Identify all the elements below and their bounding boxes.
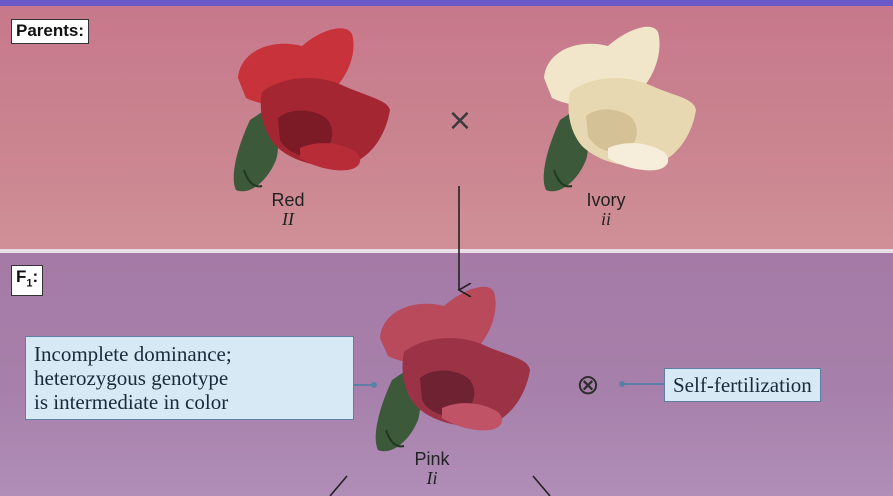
ivory-name: Ivory [546,190,666,210]
self-fertilization-label: Self-fertilization [673,373,812,397]
cross-symbol: × [447,103,472,138]
incomplete-dominance-callout: Incomplete dominance; heterozygous genot… [25,336,354,420]
callout-line: is intermediate in color [34,390,345,414]
pink-name: Pink [372,449,492,469]
f2-left-branch-line [330,476,347,496]
pink-flower-illustration [376,287,530,452]
callout-leader-dot [371,382,377,388]
pink-genotype: Ii [372,469,492,487]
red-genotype: II [228,210,348,228]
self-fertilization-callout: Self-fertilization [664,368,821,402]
red-flower-illustration [234,28,390,191]
self-fertilization-symbol: ⊗ [576,368,599,401]
ivory-flower-label: Ivory ii [546,190,666,228]
red-flower-label: Red II [228,190,348,228]
red-name: Red [228,190,348,210]
ivory-flower-illustration [544,27,696,192]
f2-right-branch-line [533,476,550,496]
callout-line: heterozygous genotype [34,366,345,390]
self-fert-leader-dot [619,381,625,387]
ivory-genotype: ii [546,210,666,228]
pink-flower-label: Pink Ii [372,449,492,487]
callout-line: Incomplete dominance; [34,342,345,366]
